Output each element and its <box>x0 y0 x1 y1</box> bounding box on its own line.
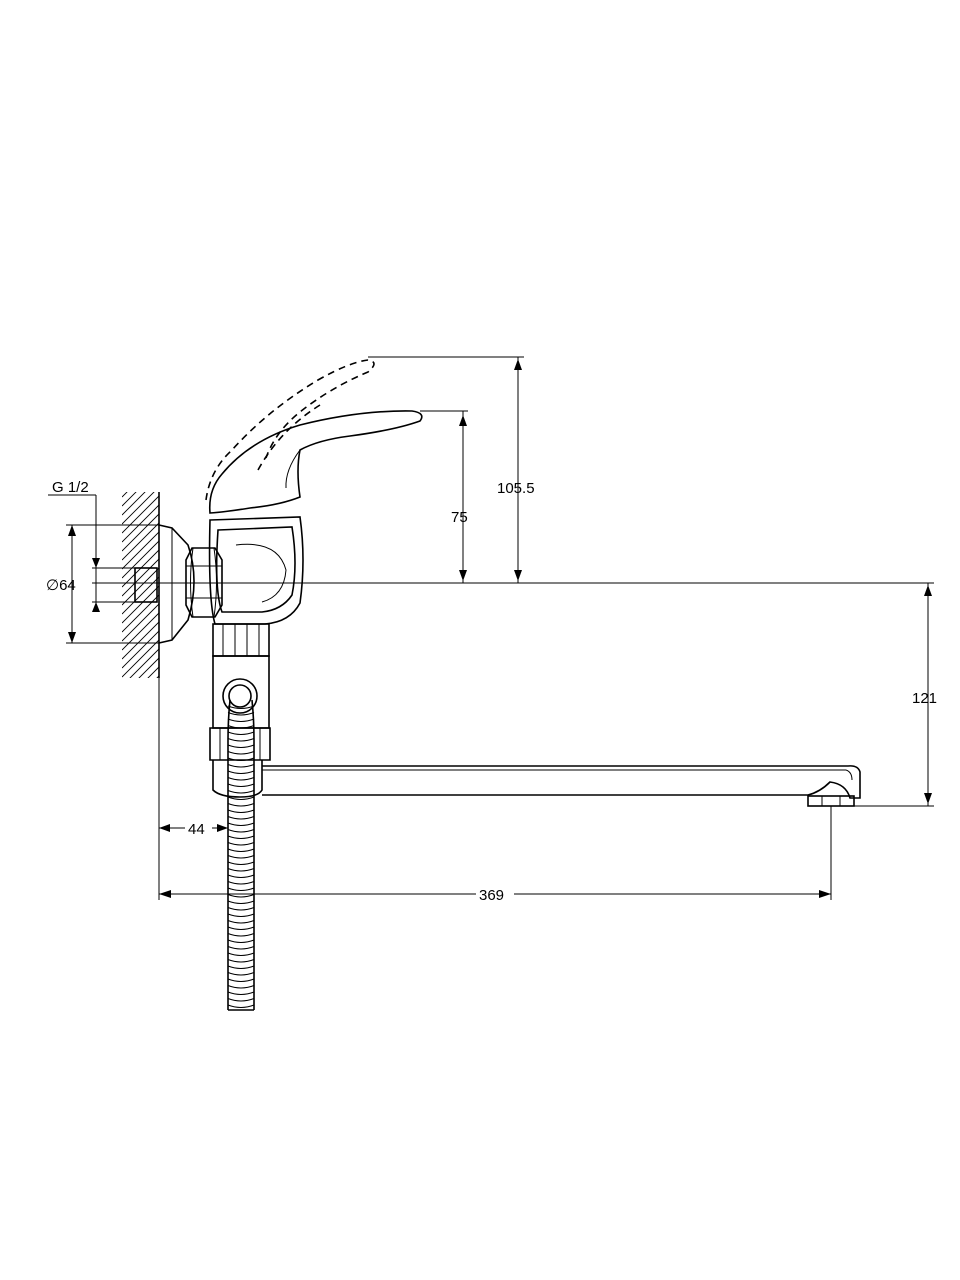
hatch-line <box>122 492 146 516</box>
hose-rib <box>227 985 255 989</box>
dim-handle-height: 75 <box>420 410 468 583</box>
spout <box>262 765 861 807</box>
wall-flange <box>134 524 195 644</box>
label-wall-offset: 44 <box>188 821 205 838</box>
hatch-line <box>122 594 159 633</box>
hose-rib <box>227 744 255 748</box>
hatch-line <box>122 504 159 543</box>
hose-rib <box>227 829 255 833</box>
hose-rib <box>227 874 255 878</box>
label-spout-reach: 369 <box>479 887 504 904</box>
hatch-line <box>129 648 159 678</box>
lever-handle <box>208 410 423 514</box>
hose-rib <box>227 816 255 820</box>
hose-rib <box>227 952 255 956</box>
hatch-line <box>122 540 159 579</box>
hose-rib <box>227 894 255 898</box>
hatch-line <box>122 492 155 525</box>
hose-rib <box>227 881 255 885</box>
hose-rib <box>227 770 255 774</box>
hatch-line <box>122 639 159 678</box>
hatch-line <box>122 531 159 570</box>
hatch-line <box>122 685 159 722</box>
hatch-line <box>122 513 159 552</box>
hose-rib <box>227 939 255 943</box>
hose-rib <box>227 848 255 852</box>
hatch-line <box>122 694 159 731</box>
label-flange-diameter: ∅64 <box>46 577 76 594</box>
hatch-line <box>138 657 159 678</box>
hose-rib <box>227 751 255 755</box>
diverter-column <box>209 623 271 798</box>
hatch-line <box>122 492 128 498</box>
label-spout-drop: 121 <box>912 690 937 707</box>
hose-rib <box>227 705 255 709</box>
hose-rib <box>227 757 255 761</box>
hose-rib <box>227 712 255 716</box>
hose-rib <box>227 900 255 904</box>
label-thread: G 1/2 <box>52 479 89 496</box>
hatch-line <box>122 495 159 534</box>
hatch-line <box>122 492 137 507</box>
hatch-line <box>122 522 159 561</box>
hatch-line <box>122 585 159 624</box>
hose-rib <box>227 861 255 865</box>
hose-rib <box>227 998 255 1002</box>
hose-rib <box>227 777 255 781</box>
hatch-line <box>122 630 159 669</box>
hose-rib <box>227 796 255 800</box>
hose-rib <box>227 790 255 794</box>
hose-rib <box>227 972 255 976</box>
hose-rib <box>227 738 255 742</box>
hose-rib <box>227 978 255 982</box>
hose-rib <box>227 842 255 846</box>
mixer-body <box>208 516 304 625</box>
dim-handle-raised: 105.5 <box>368 356 535 583</box>
hatch-line <box>122 603 159 642</box>
hose-rib <box>227 809 255 813</box>
label-handle-height: 75 <box>451 509 468 526</box>
dim-spout-drop: 121 <box>854 583 937 807</box>
hose-rib <box>227 991 255 995</box>
hose-rib <box>227 725 255 729</box>
dim-wall-offset: 44 <box>158 678 228 900</box>
hose-rib <box>227 835 255 839</box>
hose-rib <box>227 907 255 911</box>
hose-rib <box>227 1004 255 1008</box>
hatch-line <box>156 675 159 678</box>
hose-rib <box>227 855 255 859</box>
hose-rib <box>227 926 255 930</box>
hose-rib <box>227 803 255 807</box>
hatch-line <box>122 567 159 606</box>
lever-handle-raised <box>205 359 375 501</box>
hose-rib <box>227 920 255 924</box>
hose-rib <box>227 965 255 969</box>
shower-hose <box>227 699 255 1011</box>
hose-rib <box>227 731 255 735</box>
hose-rib <box>227 933 255 937</box>
hatch-line <box>122 612 159 651</box>
hatch-line <box>122 621 159 660</box>
hatch-line <box>122 558 159 597</box>
hose-rib <box>227 959 255 963</box>
hatch-line <box>147 666 159 678</box>
dim-thread: G 1/2 <box>48 479 135 612</box>
hose-rib <box>227 887 255 891</box>
hose-rib <box>227 822 255 826</box>
hose-rib <box>227 913 255 917</box>
hose-rib <box>227 718 255 722</box>
hose-rib <box>227 783 255 787</box>
hose-rib <box>227 946 255 950</box>
hatch-line <box>122 712 159 749</box>
hose-rib <box>227 764 255 768</box>
hatch-line <box>122 703 159 740</box>
dim-flange-diameter: ∅64 <box>46 524 159 644</box>
hose-rib <box>227 868 255 872</box>
label-handle-raised: 105.5 <box>497 480 535 497</box>
dim-spout-reach: 369 <box>159 806 832 904</box>
wall-section <box>122 492 160 749</box>
